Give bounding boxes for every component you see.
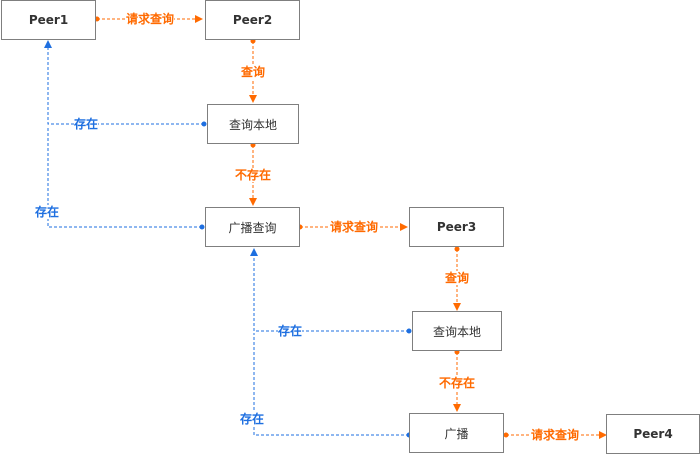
node-local-query-1: 查询本地 bbox=[207, 104, 299, 144]
label-not-exist-1: 不存在 bbox=[235, 168, 272, 182]
edge-broadcast-peer1 bbox=[47, 126, 202, 228]
edge-broadcast2-broadcast bbox=[253, 333, 409, 436]
label-exists-2: 存在 bbox=[35, 205, 60, 219]
edge-local1-peer1 bbox=[44, 40, 204, 125]
label-request-query-2: 请求查询 bbox=[330, 220, 379, 234]
label-exists-1: 存在 bbox=[74, 117, 99, 131]
label-request-query-3: 请求查询 bbox=[531, 428, 580, 442]
edge-local2-broadcast bbox=[250, 248, 409, 332]
node-broadcast: 广播 bbox=[409, 413, 504, 453]
label-query-2: 查询 bbox=[445, 271, 470, 285]
label-query-1: 查询 bbox=[241, 65, 266, 79]
label-not-exist-2: 不存在 bbox=[439, 376, 476, 390]
label-exists-4: 存在 bbox=[240, 412, 265, 426]
node-peer3: Peer3 bbox=[409, 207, 504, 247]
label-request-query-1: 请求查询 bbox=[126, 12, 175, 26]
node-peer4: Peer4 bbox=[606, 414, 700, 454]
node-peer2: Peer2 bbox=[205, 0, 300, 40]
node-peer1: Peer1 bbox=[1, 0, 96, 40]
node-broadcast-query: 广播查询 bbox=[205, 207, 300, 247]
label-exists-3: 存在 bbox=[278, 324, 303, 338]
node-local-query-2: 查询本地 bbox=[412, 311, 502, 351]
